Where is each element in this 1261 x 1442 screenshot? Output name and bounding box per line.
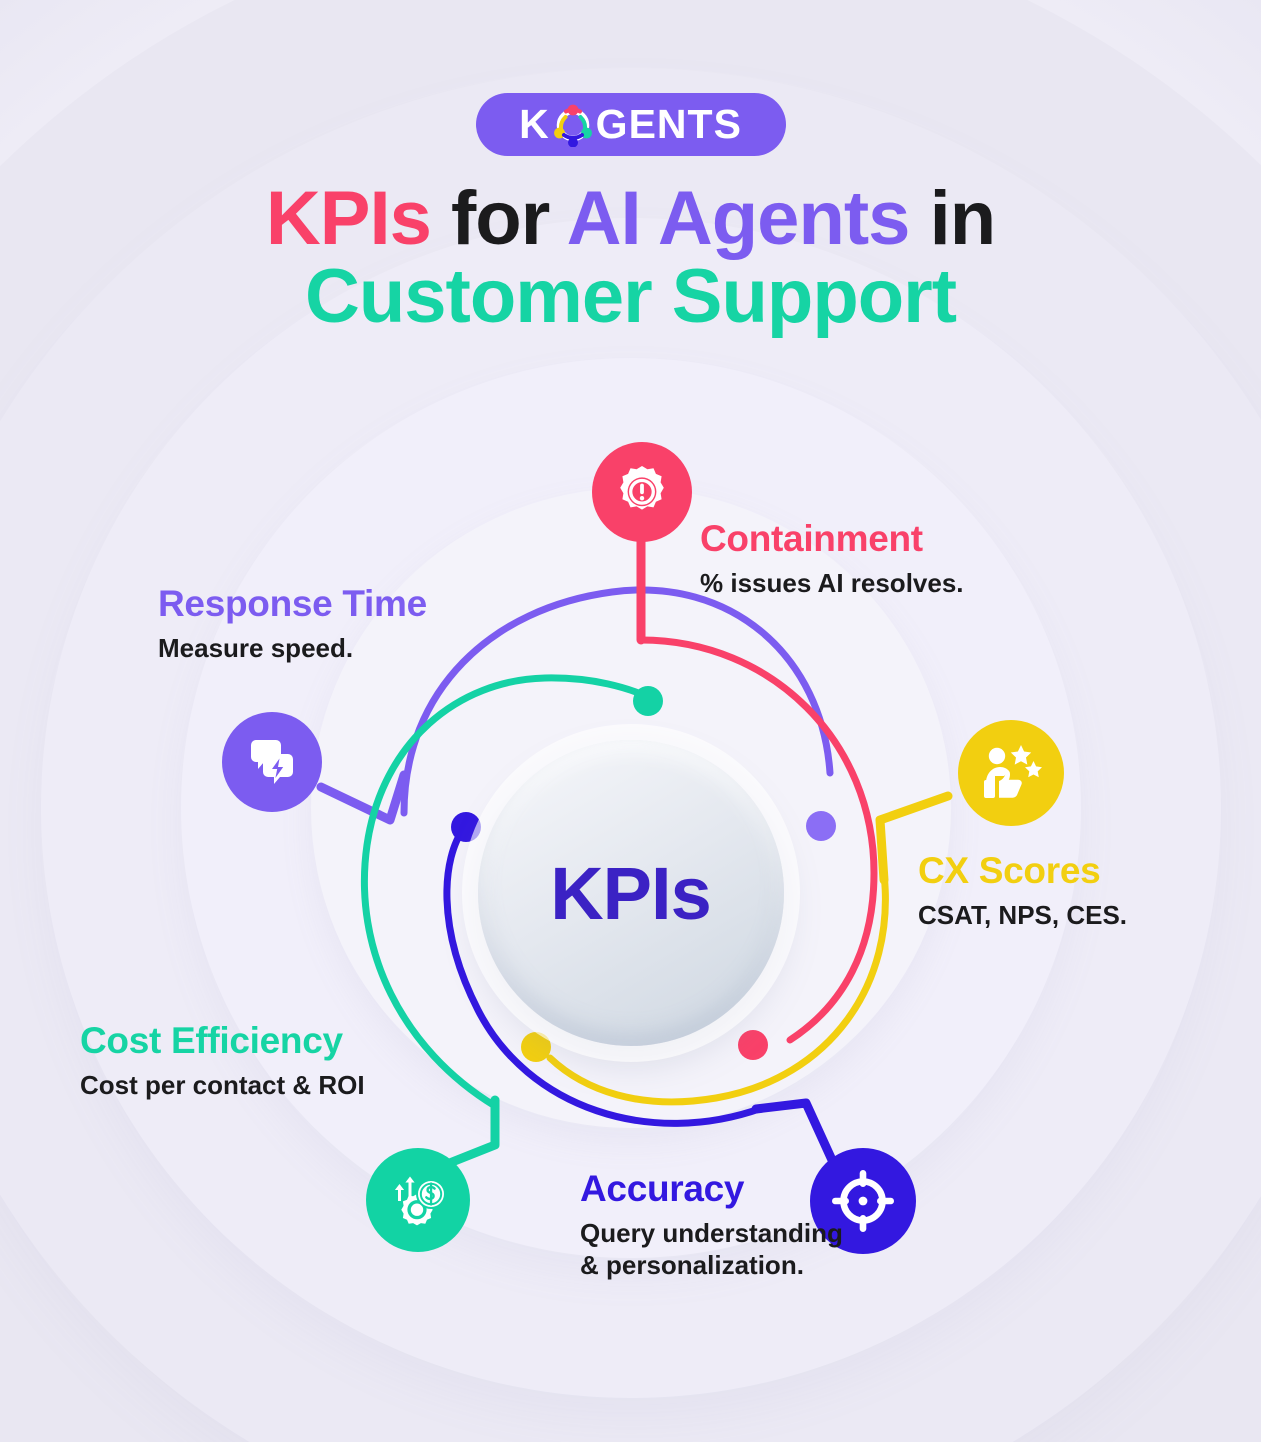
arc-endpoint-cost-efficiency bbox=[633, 686, 663, 716]
title-word-ai-agents: AI Agents bbox=[566, 176, 911, 261]
icon-bubble-containment[interactable] bbox=[592, 442, 692, 542]
connector-accuracy bbox=[751, 1098, 837, 1165]
arc-endpoint-containment bbox=[738, 1030, 768, 1060]
label-cost-efficiency: Cost Efficiency Cost per contact & ROI bbox=[80, 1020, 400, 1102]
thumbs-up-stars-icon bbox=[984, 745, 1042, 798]
brand-logo[interactable]: K GENTS bbox=[475, 93, 786, 156]
label-accuracy-desc: Query understanding & personalization. bbox=[580, 1217, 843, 1280]
arc-endpoint-accuracy bbox=[451, 812, 481, 842]
connector-response-time bbox=[316, 770, 409, 825]
label-containment: Containment % issues AI resolves. bbox=[700, 518, 964, 600]
page-title-line-1: KPIs for AI Agents in bbox=[0, 180, 1261, 258]
label-accuracy-title: Accuracy bbox=[580, 1168, 745, 1209]
arc-endpoint-cx-scores bbox=[521, 1032, 551, 1062]
label-accuracy: Accuracy Query understanding & personali… bbox=[580, 1168, 850, 1281]
page-title-line-2: Customer Support bbox=[0, 257, 1261, 336]
title-word-for: for bbox=[450, 176, 550, 261]
arc-endpoint-response-time bbox=[806, 811, 836, 841]
brand-logo-text-right: GENTS bbox=[595, 101, 742, 147]
label-cost-efficiency-title: Cost Efficiency bbox=[80, 1020, 343, 1061]
label-cx-scores-desc: CSAT, NPS, CES. bbox=[918, 899, 1128, 930]
label-response-time-desc: Measure speed. bbox=[158, 632, 354, 663]
brand-logo-text: K GENTS bbox=[519, 103, 742, 147]
gear-dollar-growth-icon bbox=[394, 1176, 446, 1226]
page-title: KPIs for AI Agents in Customer Support bbox=[0, 180, 1261, 335]
title-word-kpis: KPIs bbox=[265, 176, 432, 261]
label-cx-scores: CX Scores CSAT, NPS, CES. bbox=[918, 850, 1128, 932]
center-kpi-label: KPIs bbox=[550, 851, 712, 935]
label-containment-desc: % issues AI resolves. bbox=[700, 567, 964, 598]
chat-bolt-icon bbox=[251, 740, 293, 784]
brand-logo-o-mark bbox=[551, 103, 595, 147]
label-cost-efficiency-desc: Cost per contact & ROI bbox=[80, 1069, 365, 1100]
label-response-time: Response Time Measure speed. bbox=[158, 583, 427, 665]
title-word-in: in bbox=[929, 176, 997, 261]
gear-alert-icon bbox=[620, 466, 664, 510]
label-cx-scores-title: CX Scores bbox=[918, 850, 1101, 891]
brand-logo-text-left: K bbox=[519, 101, 550, 147]
label-response-time-title: Response Time bbox=[158, 583, 427, 624]
title-word-customer-support: Customer Support bbox=[304, 253, 957, 339]
icon-bubble-response-time[interactable] bbox=[222, 712, 322, 812]
icon-bubble-cost-efficiency[interactable] bbox=[366, 1148, 470, 1252]
icon-bubble-cx-scores[interactable] bbox=[958, 720, 1064, 826]
label-containment-title: Containment bbox=[700, 518, 923, 559]
center-kpi-orb: KPIs bbox=[477, 740, 784, 1046]
